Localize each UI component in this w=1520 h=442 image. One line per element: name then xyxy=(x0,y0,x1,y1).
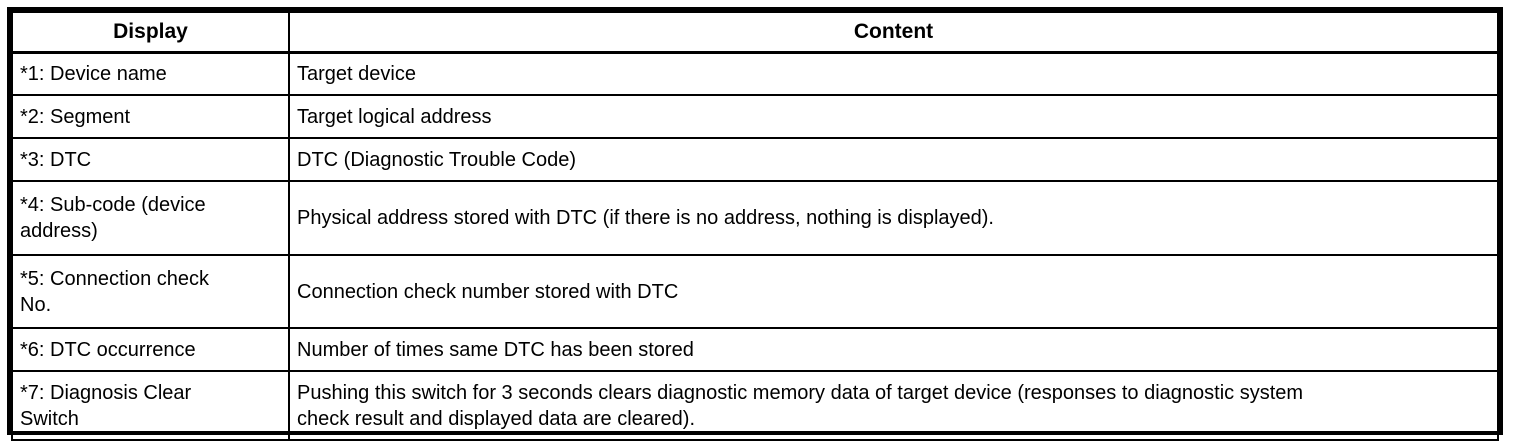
content-cell: Target logical address xyxy=(288,94,1499,139)
display-cell: *7: Diagnosis Clear Switch xyxy=(11,370,290,441)
content-cell: Target device xyxy=(288,51,1499,96)
column-header-content: Content xyxy=(288,11,1499,54)
table-row: *5: Connection check No. Connection chec… xyxy=(11,254,1499,329)
display-cell: *3: DTC xyxy=(11,137,290,182)
content-cell: Connection check number stored with DTC xyxy=(288,254,1499,329)
content-cell: Physical address stored with DTC (if the… xyxy=(288,180,1499,256)
display-cell: *1: Device name xyxy=(11,51,290,96)
content-cell: DTC (Diagnostic Trouble Code) xyxy=(288,137,1499,182)
content-cell: Pushing this switch for 3 seconds clears… xyxy=(288,370,1499,441)
table-row: *1: Device name Target device xyxy=(11,51,1499,96)
header-row: Display Content xyxy=(11,11,1499,54)
table-row: *6: DTC occurrence Number of times same … xyxy=(11,327,1499,372)
display-cell: *2: Segment xyxy=(11,94,290,139)
display-cell: *5: Connection check No. xyxy=(11,254,290,329)
display-cell: *4: Sub-code (device address) xyxy=(11,180,290,256)
display-cell: *6: DTC occurrence xyxy=(11,327,290,372)
reference-table-frame: Display Content *1: Device name Target d… xyxy=(7,7,1503,441)
table-row: *3: DTC DTC (Diagnostic Trouble Code) xyxy=(11,137,1499,182)
column-header-display: Display xyxy=(11,11,290,54)
content-cell: Number of times same DTC has been stored xyxy=(288,327,1499,372)
display-content-table: Display Content *1: Device name Target d… xyxy=(11,11,1499,441)
table-row: *2: Segment Target logical address xyxy=(11,94,1499,139)
table-row: *7: Diagnosis Clear Switch Pushing this … xyxy=(11,370,1499,441)
table-row: *4: Sub-code (device address) Physical a… xyxy=(11,180,1499,256)
